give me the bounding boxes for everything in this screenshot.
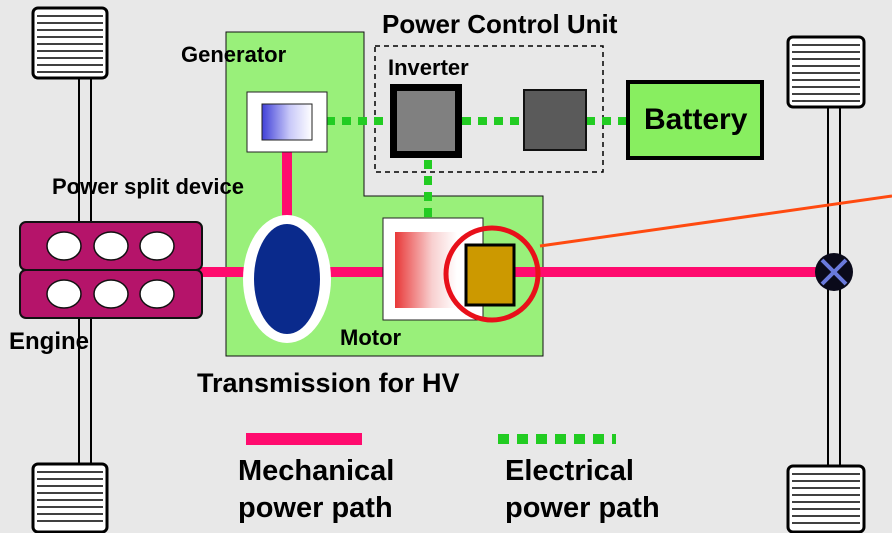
transmission-label: Transmission for HV: [197, 368, 460, 398]
battery-box: [626, 80, 764, 160]
wheel-icon: [31, 462, 109, 533]
electrical-power-path: [326, 117, 628, 218]
legend-mechanical-swatch: [246, 433, 362, 445]
highlight-circle: [443, 225, 541, 323]
legend-electrical-line1: Electrical: [505, 455, 634, 487]
wheel-icon: [786, 35, 866, 109]
callout-line: [539, 194, 892, 248]
inverter-label: Inverter: [388, 55, 469, 80]
motor-label: Motor: [340, 325, 402, 350]
legend-mechanical-line2: power path: [238, 492, 393, 524]
engine-label: Engine: [9, 328, 90, 355]
legend-mechanical-line1: Mechanical: [238, 455, 395, 487]
generator-label: Generator: [181, 42, 287, 67]
motor-icon: [382, 217, 516, 321]
power-split-label: Power split device: [52, 174, 244, 199]
engine-icon: [19, 221, 203, 319]
pcu-label: Power Control Unit: [382, 9, 618, 39]
legend-electrical-line2: power path: [505, 492, 660, 524]
wheel-icon: [786, 464, 866, 533]
wheel-icon: [31, 6, 109, 80]
differential-icon: [815, 253, 853, 291]
battery-label: Battery: [644, 103, 748, 136]
converter-icon: [523, 89, 587, 151]
inverter-icon: [390, 84, 462, 158]
power-split-core: [254, 224, 320, 334]
generator-icon: [246, 91, 328, 153]
power-control-unit-box: [374, 45, 604, 173]
